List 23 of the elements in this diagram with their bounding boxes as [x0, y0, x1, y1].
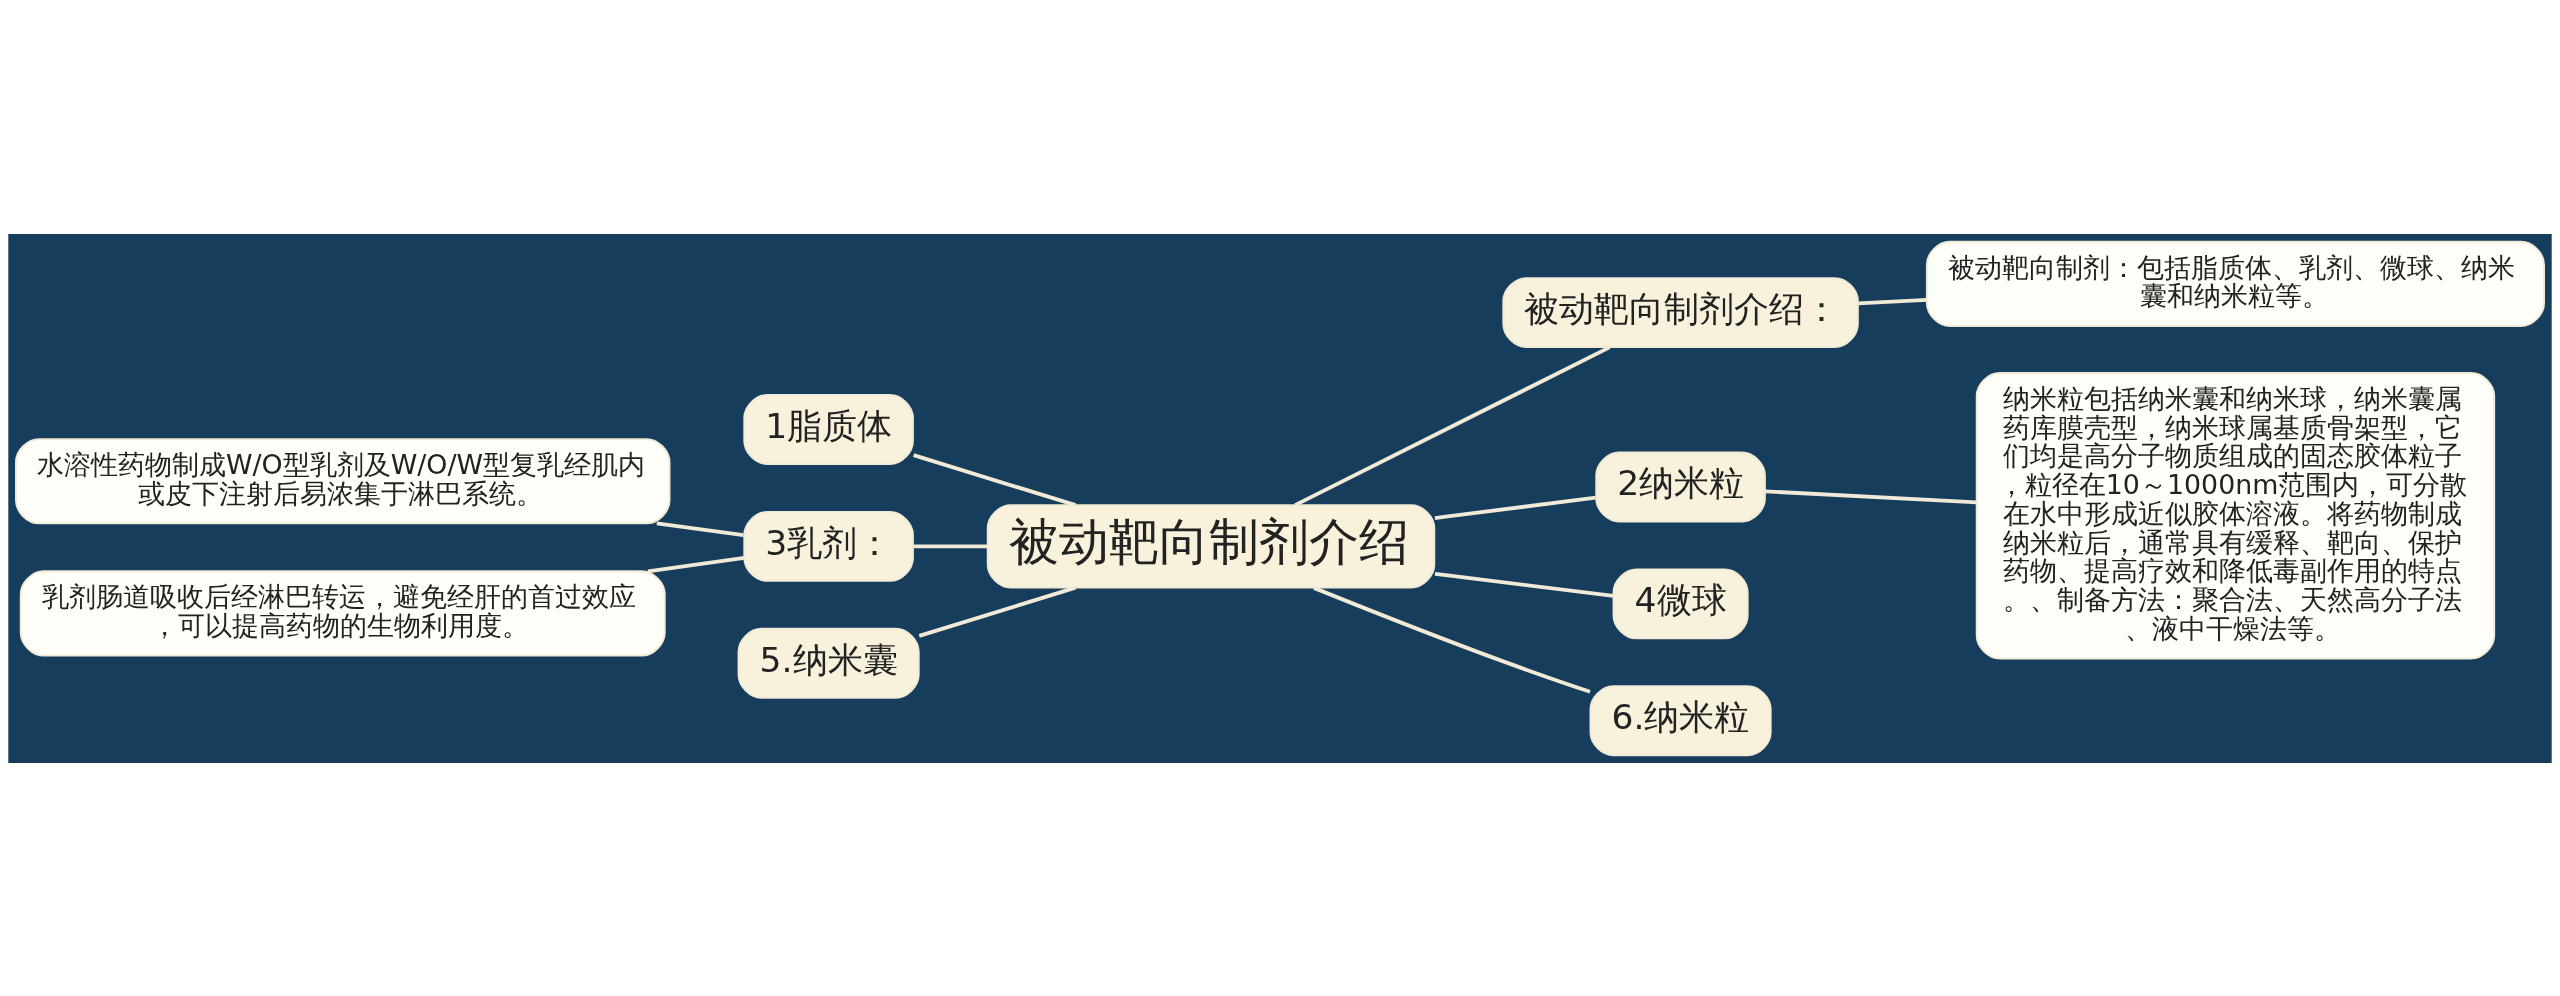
- node-box: 3乳剂：: [743, 510, 914, 582]
- node-box: 6.纳米粒: [1589, 684, 1772, 756]
- node-box: 被动靶向制剂介绍：: [1502, 276, 1859, 348]
- node-box: 4微球: [1612, 567, 1749, 639]
- node-box: 2纳米粒: [1595, 451, 1766, 522]
- connector: [1294, 345, 1611, 507]
- connector: [913, 452, 1077, 507]
- connector: [1434, 571, 1614, 598]
- connector: [1764, 488, 1977, 504]
- connector: [656, 521, 744, 537]
- node-box: 5.纳米囊: [737, 627, 920, 699]
- connector: [1313, 585, 1591, 694]
- node-box: 纳米粒包括纳米囊和纳米球，纳米囊属药库膜壳型，纳米球属基质骨架型，它们均是高分子物质组成的固态胶体粒子，粒径在10～1000nm范围内，可分散在水中形成近似胶体溶液。将药物制成纳米粒后，通常具有缓释、靶向、保护药物、提高疗效和降低毒副作用的特点。、制备方法：聚合法、天然高分子法、液中干燥法等。: [1975, 371, 2496, 659]
- connector: [1858, 297, 1927, 305]
- node-box: 被动靶向制剂：包括脂质体、乳剂、微球、纳米囊和纳米粒等。: [1925, 240, 2545, 327]
- node-box: 被动靶向制剂介绍: [986, 503, 1436, 589]
- connector: [913, 544, 988, 548]
- node-box: 水溶性药物制成W/O型乳剂及W/O/W型复乳经肌内或皮下注射后易浓集于淋巴系统。: [15, 437, 671, 524]
- connector: [647, 555, 745, 573]
- node-box: 1脂质体: [743, 393, 914, 465]
- connector: [918, 585, 1077, 638]
- connector: [1434, 495, 1596, 520]
- node-box: 乳剂肠道吸收后经淋巴转运，避免经肝的首过效应，可以提高药物的生物利用度。: [19, 569, 666, 657]
